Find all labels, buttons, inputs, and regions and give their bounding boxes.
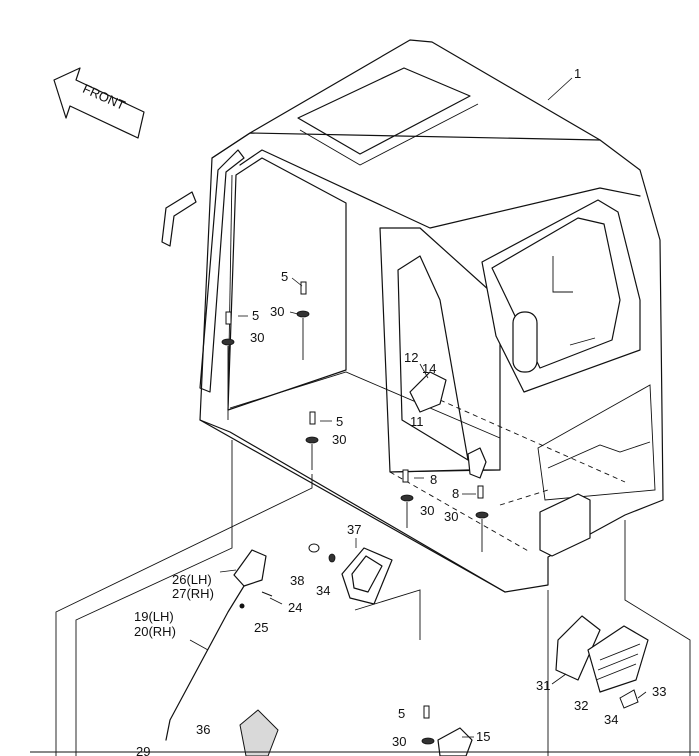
callout-11: 11 xyxy=(410,414,424,429)
lever-assembly xyxy=(165,549,273,741)
callout-12: 12 xyxy=(404,350,418,365)
callout-26lh: 26(LH) xyxy=(172,572,212,587)
callout-5: 5 xyxy=(336,414,343,429)
callout-33: 33 xyxy=(652,684,666,699)
callout-25: 25 xyxy=(254,620,268,635)
callout-24: 24 xyxy=(288,600,302,615)
callout-19lh: 19(LH) xyxy=(134,609,174,624)
page-frame-lines xyxy=(30,440,699,756)
callout-15: 15 xyxy=(476,729,490,744)
callout-30: 30 xyxy=(250,330,264,345)
callout-labels: 1 5 5 30 30 12 14 11 5 30 8 8 30 30 37 3… xyxy=(134,66,666,756)
callout-32: 32 xyxy=(574,698,588,713)
callout-1: 1 xyxy=(574,66,581,81)
leader-lines xyxy=(189,77,647,738)
callout-20rh: 20(RH) xyxy=(134,624,176,639)
callout-31: 31 xyxy=(536,678,550,693)
callout-30: 30 xyxy=(332,432,346,447)
screw-38 xyxy=(308,543,336,563)
bracket-15 xyxy=(437,727,473,756)
cab-body xyxy=(199,39,664,593)
callout-34: 34 xyxy=(316,583,330,598)
callout-27rh: 27(RH) xyxy=(172,586,214,601)
grab-handle xyxy=(161,191,197,247)
callout-37: 37 xyxy=(347,522,361,537)
front-arrow-icon: FRONT xyxy=(53,67,145,139)
callout-14: 14 xyxy=(422,361,436,376)
callout-29: 29 xyxy=(136,744,150,756)
bolts-and-washers xyxy=(221,281,489,745)
callout-30: 30 xyxy=(420,503,434,518)
pedal-36 xyxy=(239,709,279,756)
callout-8: 8 xyxy=(452,486,459,501)
callout-5: 5 xyxy=(281,269,288,284)
callout-30: 30 xyxy=(270,304,284,319)
callout-30: 30 xyxy=(392,734,406,749)
callout-5: 5 xyxy=(252,308,259,323)
callout-8: 8 xyxy=(430,472,437,487)
callout-38: 38 xyxy=(290,573,304,588)
vent-assembly xyxy=(555,615,649,709)
callout-30: 30 xyxy=(444,509,458,524)
vent-frame-37 xyxy=(341,547,393,605)
callout-5: 5 xyxy=(398,706,405,721)
handrail xyxy=(199,149,245,393)
callout-36: 36 xyxy=(196,722,210,737)
callout-34: 34 xyxy=(604,712,618,727)
